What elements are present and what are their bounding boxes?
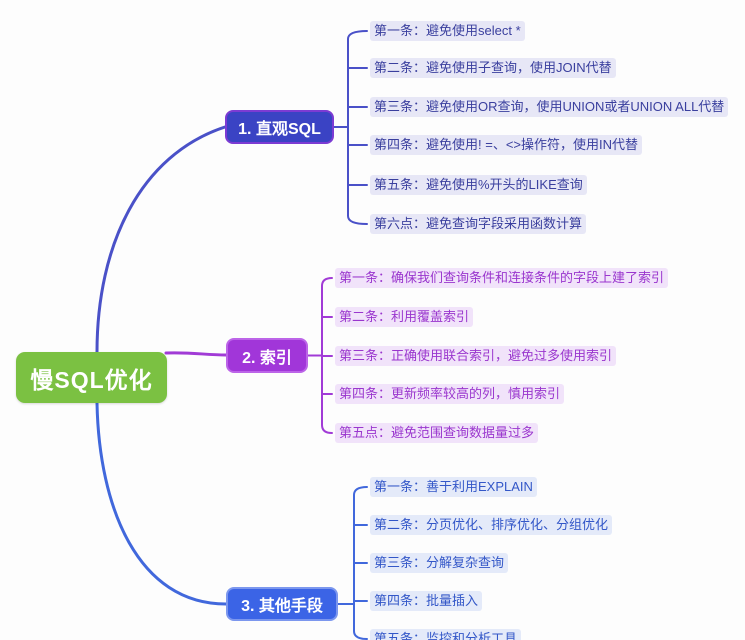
root-topic[interactable]: 慢SQL优化 <box>16 352 167 403</box>
topic-item-b1-2[interactable]: 第二条：避免使用子查询，使用JOIN代替 <box>370 58 616 78</box>
topic-item-b2-4[interactable]: 第四条：更新频率较高的列，慎用索引 <box>335 384 565 404</box>
topic-item-b3-2[interactable]: 第二条：分页优化、排序优化、分组优化 <box>370 515 613 535</box>
root-branch-connector <box>164 351 228 357</box>
topic-item-b1-6[interactable]: 第六点：避免查询字段采用函数计算 <box>370 214 587 234</box>
topic-item-b2-2[interactable]: 第二条：利用覆盖索引 <box>335 307 474 327</box>
topic-item-b3-3[interactable]: 第三条：分解复杂查询 <box>370 553 509 573</box>
branch-topic-1-direct-sql[interactable]: 1. 直观SQL <box>225 110 334 144</box>
root-branch-connector <box>95 401 228 606</box>
branch-topic-2-index[interactable]: 2. 索引 <box>226 338 308 373</box>
subtree-connector <box>307 277 333 434</box>
subtree-connector <box>333 30 368 225</box>
subtree-connector <box>337 486 368 640</box>
topic-item-b3-1[interactable]: 第一条：善于利用EXPLAIN <box>370 477 537 497</box>
topic-item-b1-5[interactable]: 第五条：避免使用%开头的LIKE查询 <box>370 175 587 195</box>
topic-item-b2-1[interactable]: 第一条：确保我们查询条件和连接条件的字段上建了索引 <box>335 268 669 288</box>
topic-item-b1-1[interactable]: 第一条：避免使用select * <box>370 21 525 41</box>
topic-item-b3-4[interactable]: 第四条：批量插入 <box>370 591 483 611</box>
branch-topic-3-other-methods[interactable]: 3. 其他手段 <box>226 587 338 621</box>
root-branch-connector <box>95 125 227 354</box>
topic-item-b3-5[interactable]: 第五条：监控和分析工具 <box>370 629 522 640</box>
topic-item-b2-5[interactable]: 第五点：避免范围查询数据量过多 <box>335 423 539 443</box>
topic-item-b1-4[interactable]: 第四条：避免使用! =、<>操作符，使用IN代替 <box>370 135 642 155</box>
topic-item-b1-3[interactable]: 第三条：避免使用OR查询，使用UNION或者UNION ALL代替 <box>370 97 729 117</box>
topic-item-b2-3[interactable]: 第三条：正确使用联合索引，避免过多使用索引 <box>335 346 617 366</box>
